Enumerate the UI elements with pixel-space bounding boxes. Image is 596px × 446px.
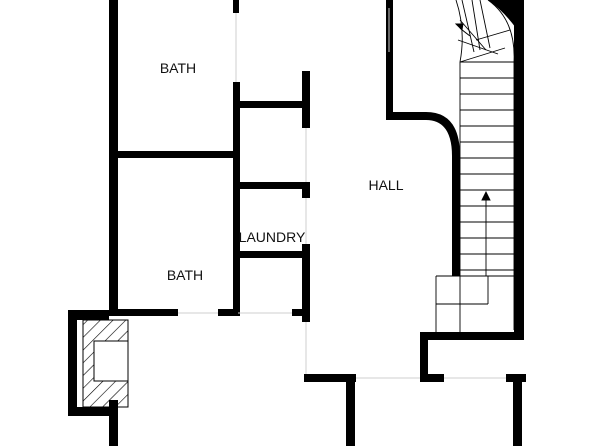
stair-treads <box>436 61 514 277</box>
wall-fireplace-surround <box>68 310 118 416</box>
fireplace-icon <box>82 319 129 408</box>
room-label-bath-upper: BATH <box>160 60 196 76</box>
wall-lower-bath-bottom-b <box>218 309 238 316</box>
wall-closet-top <box>240 101 307 108</box>
wall-hall-bottom-far <box>506 374 526 382</box>
wall-lower-right <box>513 382 522 446</box>
wall-closet-mid <box>240 182 307 189</box>
room-labels: BATH BATH LAUNDRY HALL <box>160 60 404 283</box>
wall-left-exterior <box>109 0 118 316</box>
stair-direction-arrow-icon <box>454 23 491 276</box>
stair-landing-steps <box>435 276 489 332</box>
room-label-laundry: LAUNDRY <box>239 229 306 245</box>
wall-top-stub <box>233 0 239 13</box>
door-openings <box>178 8 506 379</box>
wall-laundry-door-jamb <box>292 309 310 316</box>
wall-top-right-corner <box>488 0 524 40</box>
fireplace-firebox <box>93 340 129 382</box>
wall-bath-right-upper <box>233 82 240 316</box>
room-label-hall: HALL <box>368 177 403 193</box>
wall-left-lower <box>109 400 118 446</box>
wall-hall-left-mid <box>302 182 310 198</box>
wall-laundry-bottom <box>240 251 307 258</box>
walls <box>68 0 526 446</box>
wall-landing-top <box>420 332 522 340</box>
wall-hall-left-low <box>302 244 310 322</box>
wall-bath-divider <box>118 151 237 158</box>
wall-hall-left-upper <box>302 71 310 128</box>
room-label-bath-lower: BATH <box>167 267 203 283</box>
wall-right-exterior <box>514 0 524 340</box>
staircase <box>435 0 515 332</box>
wall-landing-left <box>420 332 428 380</box>
wall-lower-mid <box>346 382 355 446</box>
wall-stair-guard <box>386 112 460 276</box>
wall-hall-bottom-left <box>304 374 356 382</box>
wall-lower-bath-bottom-a <box>118 309 178 316</box>
wall-hall-right-stub <box>386 0 393 113</box>
wall-hall-bottom-right <box>420 374 444 382</box>
